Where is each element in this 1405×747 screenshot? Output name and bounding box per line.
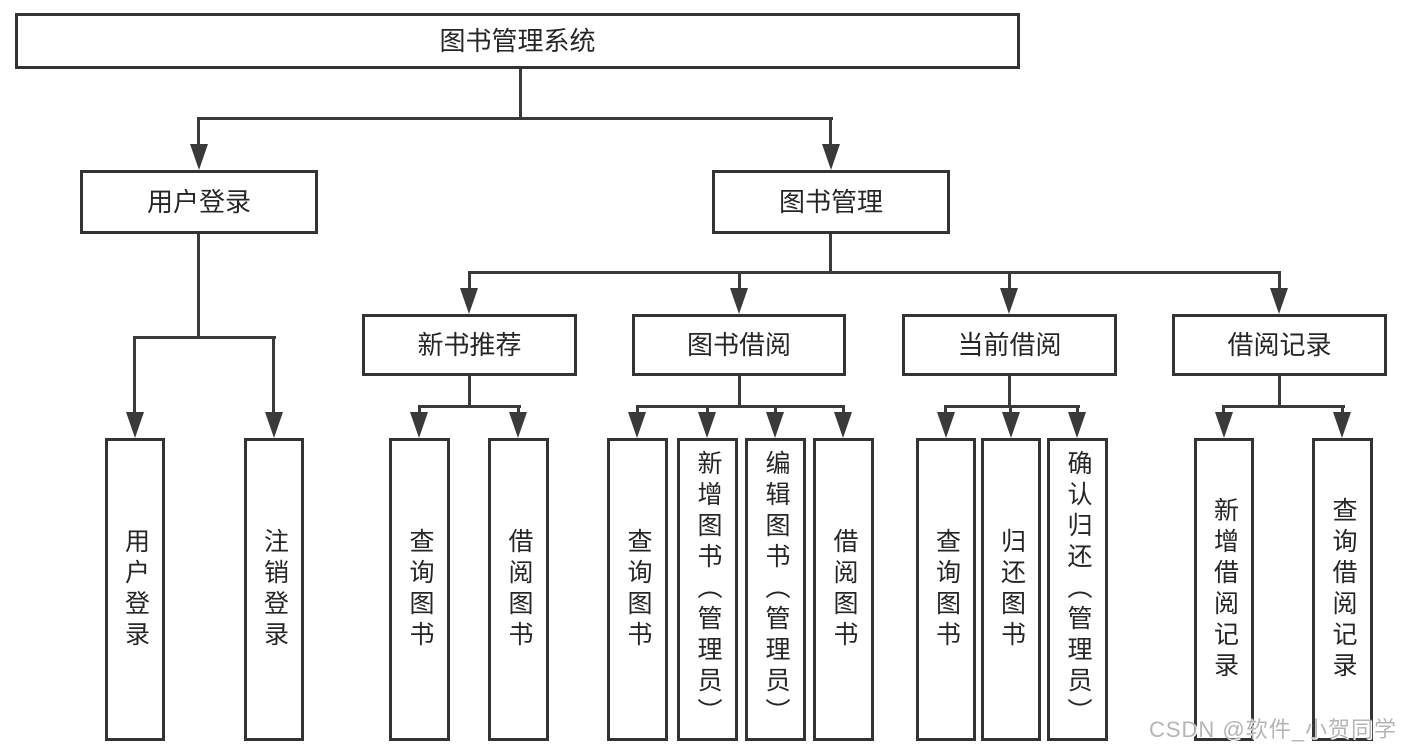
node-book-management-label: 图书管理 [778, 187, 883, 217]
node-library-system-label: 图书管理系统 [439, 26, 596, 56]
connector-line [197, 117, 833, 120]
connector-line [829, 117, 832, 147]
node-borrow-records-label: 借阅记录 [1227, 330, 1332, 360]
arrow-down-icon [1002, 412, 1020, 438]
connector-line [133, 336, 276, 339]
connector-line [1008, 376, 1011, 407]
leaf-logout-label: 注销登录 [260, 527, 289, 652]
arrow-down-icon [822, 144, 840, 170]
leaf-confirm-return-admin-label: 确认归还（管理员） [1064, 450, 1092, 729]
node-borrow-records: 借阅记录 [1172, 314, 1387, 376]
leaf-return-books-label: 归还图书 [997, 527, 1026, 652]
arrow-down-icon [1000, 288, 1018, 314]
leaf-query-books-2: 查询图书 [607, 438, 668, 741]
connector-line [468, 271, 471, 291]
connector-line [519, 69, 522, 118]
leaf-edit-book-admin-label: 编辑图书（管理员） [762, 450, 790, 729]
connector-line [133, 336, 136, 413]
arrow-down-icon [190, 144, 208, 170]
connector-line [418, 405, 421, 415]
node-book-borrowing: 图书借阅 [632, 314, 846, 376]
node-book-management: 图书管理 [712, 170, 950, 234]
connector-line [418, 405, 521, 408]
leaf-query-borrow-record-label: 查询借阅记录 [1329, 496, 1357, 683]
connector-line [197, 117, 200, 147]
arrow-down-icon [126, 412, 144, 438]
arrow-down-icon [1333, 412, 1351, 438]
connector-line [829, 234, 832, 273]
leaf-user-login-label: 用户登录 [121, 527, 150, 652]
watermark: CSDN @软件_小贺同学 [1148, 717, 1397, 742]
connector-line [197, 234, 200, 337]
leaf-borrow-books-1: 借阅图书 [488, 438, 549, 741]
arrow-down-icon [509, 412, 527, 438]
connector-line [1009, 405, 1012, 415]
connector-line [1076, 405, 1079, 415]
connector-line [1278, 376, 1281, 407]
leaf-query-books-1-label: 查询图书 [406, 527, 434, 652]
connector-line [636, 405, 639, 415]
node-new-book-recommend: 新书推荐 [362, 314, 577, 376]
arrow-down-icon [766, 412, 784, 438]
connector-line [738, 376, 741, 407]
node-new-book-recommend-label: 新书推荐 [417, 330, 522, 360]
connector-line [706, 405, 709, 415]
node-library-system: 图书管理系统 [15, 13, 1020, 69]
connector-line [1222, 405, 1225, 415]
leaf-add-borrow-record-label: 新增借阅记录 [1210, 496, 1239, 683]
arrow-down-icon [1215, 412, 1233, 438]
leaf-query-books-2-label: 查询图书 [624, 527, 652, 652]
leaf-return-books: 归还图书 [981, 438, 1041, 741]
connector-line [1222, 405, 1345, 408]
node-current-borrowing: 当前借阅 [902, 314, 1117, 376]
node-current-borrowing-label: 当前借阅 [957, 330, 1062, 360]
connector-line [1341, 405, 1344, 415]
connector-line [517, 405, 520, 415]
arrow-down-icon [460, 288, 478, 314]
leaf-query-borrow-record: 查询借阅记录 [1312, 438, 1373, 741]
leaf-add-book-admin-label: 新增图书（管理员） [694, 450, 722, 729]
arrow-down-icon [698, 412, 716, 438]
connector-line [468, 376, 471, 407]
connector-line [774, 405, 777, 415]
node-user-login-label: 用户登录 [146, 187, 251, 217]
arrow-down-icon [265, 412, 283, 438]
connector-line [842, 405, 845, 415]
leaf-edit-book-admin: 编辑图书（管理员） [745, 438, 806, 741]
connector-line [944, 405, 1080, 408]
arrow-down-icon [937, 412, 955, 438]
leaf-user-login: 用户登录 [105, 438, 165, 741]
leaf-add-book-admin: 新增图书（管理员） [677, 438, 738, 741]
node-book-borrowing-label: 图书借阅 [686, 330, 791, 360]
connector-line [1008, 271, 1011, 291]
leaf-confirm-return-admin: 确认归还（管理员） [1047, 438, 1108, 741]
leaf-borrow-books-1-label: 借阅图书 [505, 527, 533, 652]
leaf-query-books-3-label: 查询图书 [932, 527, 961, 652]
connector-line [272, 336, 275, 413]
connector-line [944, 405, 947, 415]
leaf-query-books-1: 查询图书 [389, 438, 450, 741]
connector-line [636, 405, 845, 408]
arrow-down-icon [730, 288, 748, 314]
arrow-down-icon [834, 412, 852, 438]
leaf-borrow-books-2-label: 借阅图书 [830, 527, 858, 652]
arrow-down-icon [1270, 288, 1288, 314]
leaf-logout: 注销登录 [244, 438, 304, 741]
connector-line [1278, 271, 1281, 291]
arrow-down-icon [1068, 412, 1086, 438]
node-user-login: 用户登录 [80, 170, 318, 234]
arrow-down-icon [628, 412, 646, 438]
leaf-borrow-books-2: 借阅图书 [813, 438, 874, 741]
leaf-add-borrow-record: 新增借阅记录 [1194, 438, 1254, 741]
leaf-query-books-3: 查询图书 [916, 438, 976, 741]
connector-line [738, 271, 741, 291]
arrow-down-icon [410, 412, 428, 438]
connector-line [468, 271, 1281, 274]
